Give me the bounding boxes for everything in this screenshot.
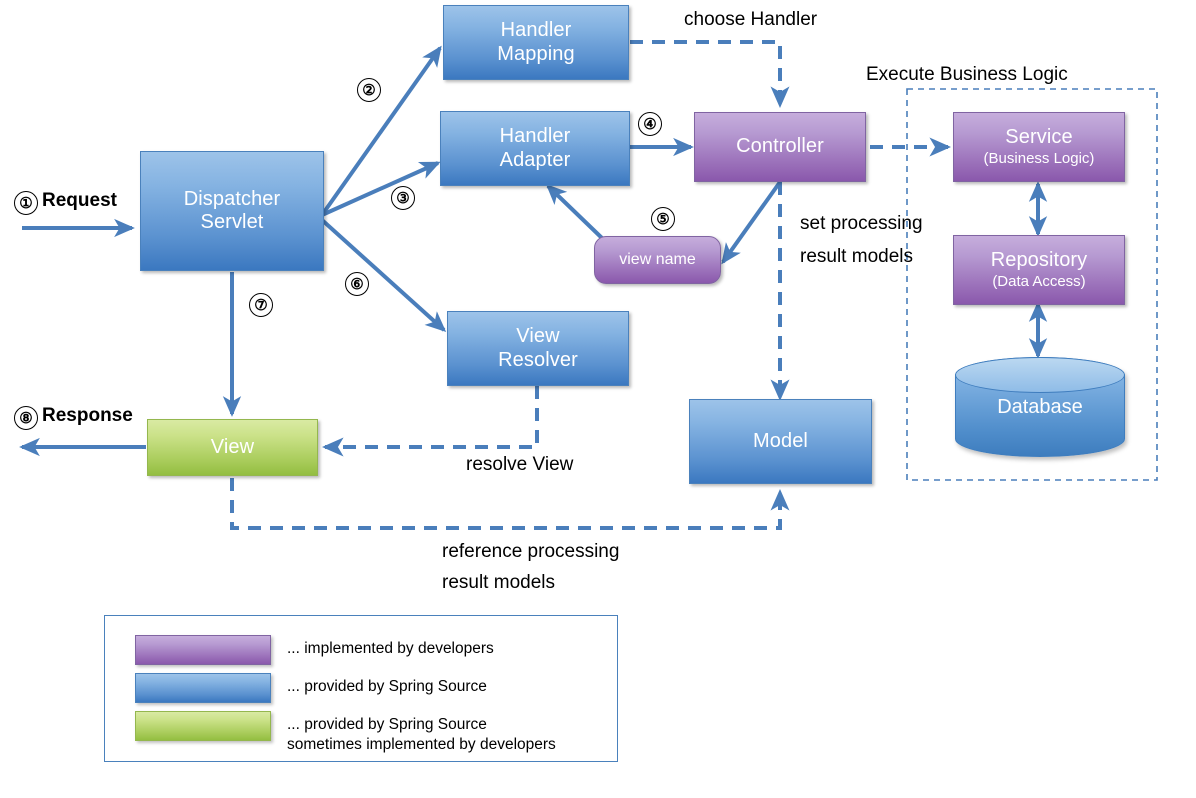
node-label: Service [1005, 126, 1073, 149]
legend-swatch-green [135, 711, 271, 741]
node-controller[interactable]: Controller [694, 112, 866, 182]
label-choose-handler: choose Handler [684, 9, 818, 30]
step-badge-7: ⑦ [249, 293, 273, 317]
step-badge-1: ① [14, 191, 38, 215]
node-sublabel: (Business Logic) [983, 150, 1095, 168]
node-label: View [516, 325, 560, 348]
node-label: Dispatcher [183, 187, 281, 210]
node-label-line2: Mapping [497, 42, 575, 65]
dashed-resolve-view [321, 386, 539, 457]
node-handler-adapter[interactable]: Handler Adapter [440, 111, 630, 186]
node-view[interactable]: View [147, 419, 318, 476]
label-response: Response [42, 405, 133, 426]
node-sublabel: (Data Access) [992, 273, 1086, 291]
node-label: Repository [990, 249, 1088, 272]
legend-label: ... provided by Spring Source [287, 678, 487, 695]
label-set-processing-line2: result models [800, 246, 913, 267]
label-resolve-view: resolve View [466, 454, 574, 475]
step-badge-2: ② [357, 78, 381, 102]
node-handler-mapping[interactable]: Handler Mapping [443, 5, 629, 80]
step-badge-5: ⑤ [651, 207, 675, 231]
arrow-step3 [321, 161, 441, 217]
step-badge-4: ④ [638, 112, 662, 136]
node-repository[interactable]: Repository (Data Access) [953, 235, 1125, 305]
legend-swatch-blue [135, 673, 271, 703]
node-label: view name [619, 250, 696, 268]
legend-row-provided-sometimes: ... provided by Spring Source sometimes … [135, 711, 556, 755]
dashed-choose-handler [630, 40, 790, 109]
dashed-reference-models [230, 478, 790, 530]
legend-swatch-purple [135, 635, 271, 665]
step-badge-8: ⑧ [14, 406, 38, 430]
legend-row-provided: ... provided by Spring Source [135, 673, 487, 703]
node-label-line2: Adapter [499, 148, 571, 171]
node-view-name[interactable]: view name [594, 236, 721, 284]
arrow-viewname-to-adapter [545, 183, 606, 242]
node-label: Database [997, 395, 1083, 418]
label-execute-business-logic: Execute Business Logic [866, 64, 1068, 85]
step-badge-3: ③ [391, 186, 415, 210]
node-view-resolver[interactable]: View Resolver [447, 311, 629, 386]
node-label-line2: Resolver [498, 348, 578, 371]
node-dispatcher-servlet[interactable]: Dispatcher Servlet [140, 151, 324, 271]
step-badge-6: ⑥ [345, 272, 369, 296]
arrow-step2 [320, 45, 442, 217]
label-set-processing-line1: set processing [800, 213, 923, 234]
node-label: Handler [500, 19, 572, 42]
legend-label: ... provided by Spring Source sometimes … [287, 716, 556, 754]
node-label: Model [753, 429, 808, 452]
database-cylinder-top [955, 357, 1125, 393]
node-label-line2: Servlet [200, 211, 264, 233]
legend-panel: ... implemented by developers ... provid… [104, 615, 618, 762]
node-label: Handler [499, 125, 571, 148]
node-database[interactable]: Database [955, 357, 1125, 457]
label-reference-line1: reference processing [442, 541, 620, 562]
label-request: Request [42, 190, 117, 211]
business-logic-region [906, 88, 1158, 481]
node-label: View [210, 435, 255, 458]
arrow-step5 [721, 180, 782, 265]
node-service[interactable]: Service (Business Logic) [953, 112, 1125, 182]
legend-row-implemented: ... implemented by developers [135, 635, 494, 665]
label-reference-line2: result models [442, 572, 555, 593]
arrow-step6 [320, 218, 447, 332]
node-label: Controller [736, 135, 824, 158]
node-model[interactable]: Model [689, 399, 872, 484]
legend-label: ... implemented by developers [287, 640, 494, 657]
